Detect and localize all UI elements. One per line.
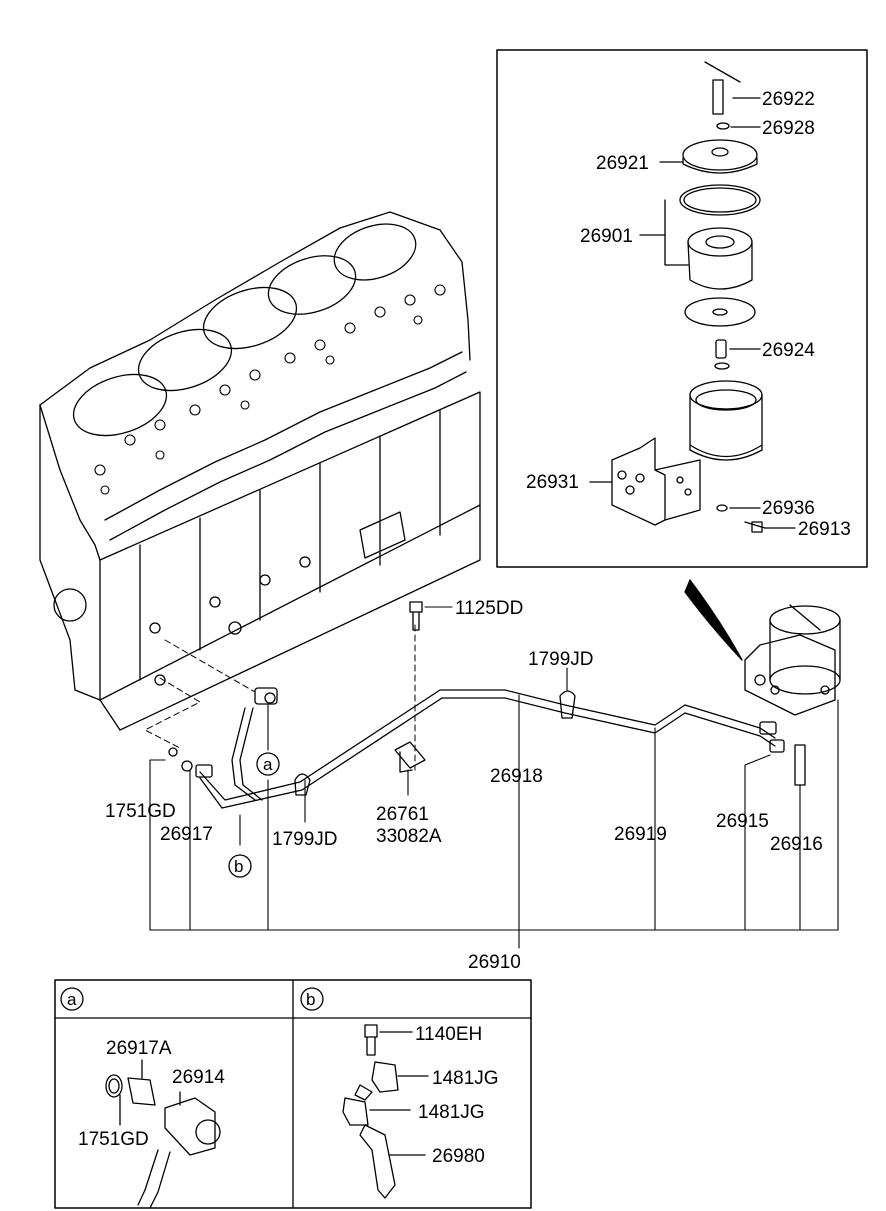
inset-part-labels: 26922 26928 26921 26901 26924 26931 2693… [526, 89, 851, 540]
detail-b-labels: 1140EH 1481JG 1481JG 26980 [415, 1024, 499, 1167]
label-26918: 26918 [490, 766, 543, 787]
leader-lines [149, 606, 839, 949]
label-1799JD-top: 1799JD [528, 649, 594, 670]
label-1481JG-1: 1481JG [432, 1068, 499, 1089]
label-1140EH: 1140EH [415, 1024, 482, 1045]
main-part-labels: 1125DD 1799JD 26918 26761 33082A 1751GD … [105, 598, 823, 973]
inset-exploded-filter [496, 49, 868, 568]
label-26914: 26914 [172, 1067, 225, 1088]
label-26913: 26913 [798, 519, 851, 540]
label-26928: 26928 [762, 118, 815, 139]
locator-dashed-lines [144, 624, 416, 771]
label-26980: 26980 [432, 1146, 485, 1167]
label-26910: 26910 [468, 952, 521, 973]
detail-a-header-circle [60, 987, 84, 1011]
label-26922: 26922 [762, 89, 815, 110]
label-26915: 26915 [716, 811, 769, 832]
detail-a-labels: 26917A 26914 1751GD [78, 1038, 225, 1150]
label-1751GD-detail: 1751GD [78, 1129, 149, 1150]
label-1125DD: 1125DD [455, 598, 523, 619]
filter-assembly-mounted [744, 604, 841, 716]
label-26917: 26917 [160, 824, 213, 845]
label-26931: 26931 [526, 472, 579, 493]
label-1751GD: 1751GD [105, 801, 176, 822]
ref-circle-b [228, 854, 252, 878]
ref-circle-a [256, 752, 280, 776]
engine-block-drawing [39, 211, 481, 731]
oil-lines [168, 601, 806, 809]
detail-b-header-circle [300, 987, 324, 1011]
label-26917A: 26917A [106, 1038, 172, 1059]
detail-a-header: a [67, 990, 77, 1009]
ref-letters: a b a b [67, 755, 315, 1009]
label-26919: 26919 [614, 824, 667, 845]
label-33082A: 33082A [376, 826, 442, 847]
label-26916: 26916 [770, 834, 823, 855]
label-26901: 26901 [580, 226, 633, 247]
label-26924: 26924 [762, 340, 815, 361]
label-1481JG-2: 1481JG [418, 1102, 485, 1123]
detail-b-header: b [306, 990, 315, 1009]
ref-letter-a: a [263, 755, 273, 774]
detail-boxes-frame [54, 979, 532, 1209]
ref-letter-b: b [234, 857, 243, 876]
detail-b-drawing [342, 1024, 429, 1199]
label-1799JD-low: 1799JD [272, 829, 338, 850]
pointer-arrow [684, 579, 743, 661]
detail-a-drawing [105, 1059, 221, 1209]
label-26761: 26761 [376, 804, 429, 825]
label-26921: 26921 [596, 153, 649, 174]
label-26936: 26936 [762, 498, 815, 519]
